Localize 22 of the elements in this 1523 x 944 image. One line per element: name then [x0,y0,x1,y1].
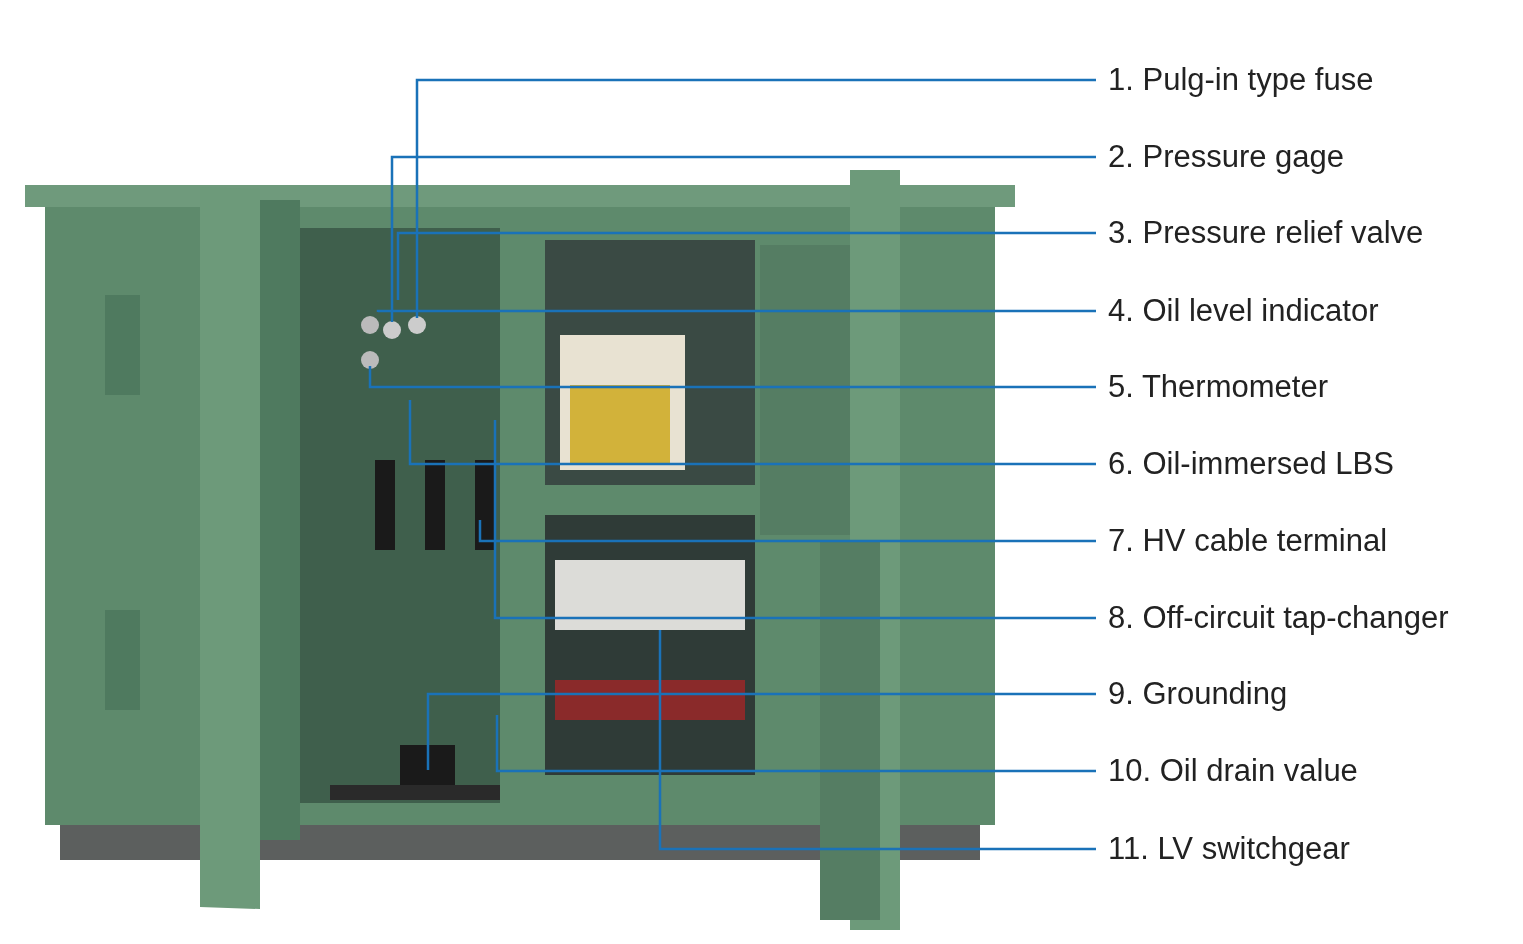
part-label: 6. Oil-immersed LBS [1108,446,1394,482]
part-label: 4. Oil level indicator [1108,293,1379,329]
leader-line [368,366,1096,389]
leader-line [396,231,1096,300]
leader-line [408,400,1096,466]
part-label: 9. Grounding [1108,676,1288,712]
part-label: 11. LV switchgear [1108,831,1350,867]
part-label: 1. Pulg-in type fuse [1108,62,1374,98]
leader-line [658,630,1096,851]
leader-line [415,78,1096,318]
leader-line [478,520,1096,543]
part-label: 3. Pressure relief valve [1108,215,1424,251]
part-label: 2. Pressure gage [1108,139,1345,175]
part-label: 10. Oil drain value [1108,753,1358,789]
leader-line [426,692,1096,770]
leader-line [493,420,1096,620]
part-label: 7. HV cable terminal [1108,523,1388,559]
leader-line [390,155,1096,322]
leader-line [376,309,1096,314]
leader-line [495,715,1096,773]
part-label: 8. Off-circuit tap-changer [1108,600,1449,636]
part-label: 5. Thermometer [1108,369,1328,405]
